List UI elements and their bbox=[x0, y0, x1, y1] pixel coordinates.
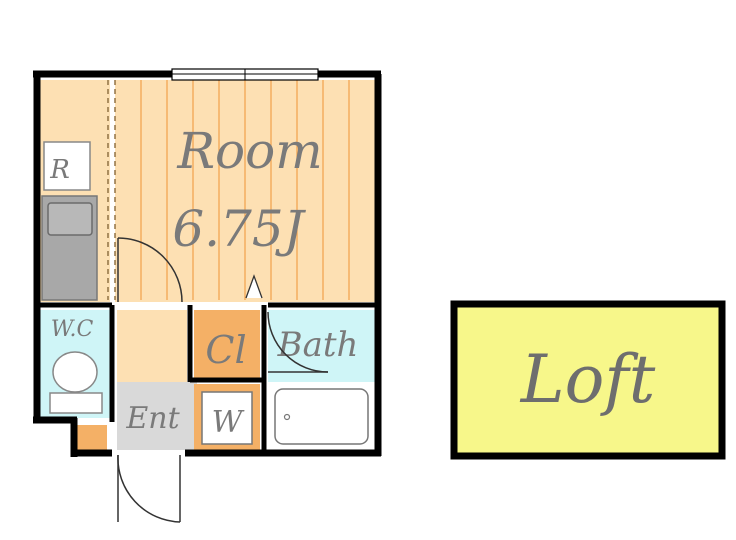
loft-area bbox=[450, 300, 726, 460]
hallway-floor bbox=[117, 310, 187, 382]
refrigerator-label: R bbox=[49, 155, 70, 185]
toilet-label: W.C bbox=[51, 317, 94, 342]
main-room-floor bbox=[115, 80, 377, 302]
window bbox=[171, 68, 319, 81]
bath-floor bbox=[268, 310, 376, 382]
entrance-storage bbox=[77, 425, 107, 453]
entrance-floor bbox=[117, 382, 197, 450]
toilet-fixture bbox=[49, 351, 103, 414]
bathtub bbox=[274, 388, 369, 445]
walls bbox=[33, 70, 382, 457]
main-room-size: 6.75J bbox=[172, 200, 306, 258]
entrance-label: Ent bbox=[125, 401, 180, 436]
loft-label: Loft bbox=[520, 341, 656, 418]
inner-walls bbox=[37, 302, 378, 456]
bath-drain bbox=[283, 413, 291, 421]
wood-plank-lines bbox=[140, 80, 350, 300]
washer-label: W bbox=[212, 405, 245, 440]
entrance-door bbox=[117, 454, 181, 523]
sink bbox=[47, 202, 93, 236]
closet-floor bbox=[194, 310, 260, 378]
bath-door bbox=[267, 311, 329, 373]
washer bbox=[201, 391, 253, 445]
closet-label: Cl bbox=[205, 328, 246, 372]
kitchen-partition bbox=[107, 80, 116, 300]
door-marker bbox=[245, 274, 263, 299]
bath-label: Bath bbox=[277, 325, 359, 365]
main-room-name: Room bbox=[176, 122, 322, 180]
room-door bbox=[117, 237, 183, 303]
refrigerator bbox=[43, 141, 91, 191]
